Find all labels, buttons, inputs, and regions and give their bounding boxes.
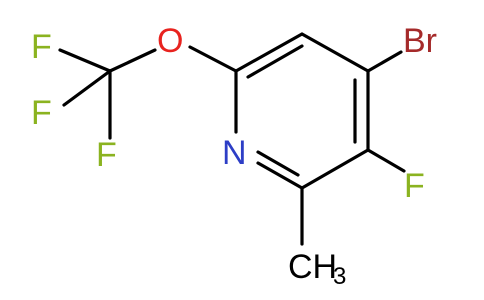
fluorine-label-left: F [31, 94, 52, 132]
oxygen-label: O [157, 22, 183, 60]
bond-c-o [108, 48, 157, 73]
fluorine-label-ring: F [404, 167, 425, 205]
bond-c4-br [366, 50, 403, 73]
fluorine-label-top: F [31, 28, 52, 66]
bromine-label: Br [403, 22, 437, 60]
fluorine-label-bottom: F [96, 136, 117, 174]
bond-c6-c5 [234, 32, 304, 73]
nitrogen-label: N [222, 134, 247, 172]
bond-c-f-left [62, 69, 112, 107]
bond-c-f-top [58, 48, 112, 73]
bond-c3-f [366, 148, 406, 173]
bond-c5-c4 [300, 32, 370, 73]
methyl-label: CH [288, 248, 337, 286]
bond-c3-c2 [300, 148, 370, 190]
atom-labels: F F F O N Br F CH 3 [31, 22, 437, 290]
bonds [58, 32, 406, 246]
bond-c2-n [256, 161, 304, 190]
bond-c6-c5-inner [246, 44, 304, 79]
methyl-subscript: 3 [333, 263, 346, 290]
bond-o-c6 [188, 45, 238, 73]
bond-c2-n-inner [256, 150, 300, 177]
